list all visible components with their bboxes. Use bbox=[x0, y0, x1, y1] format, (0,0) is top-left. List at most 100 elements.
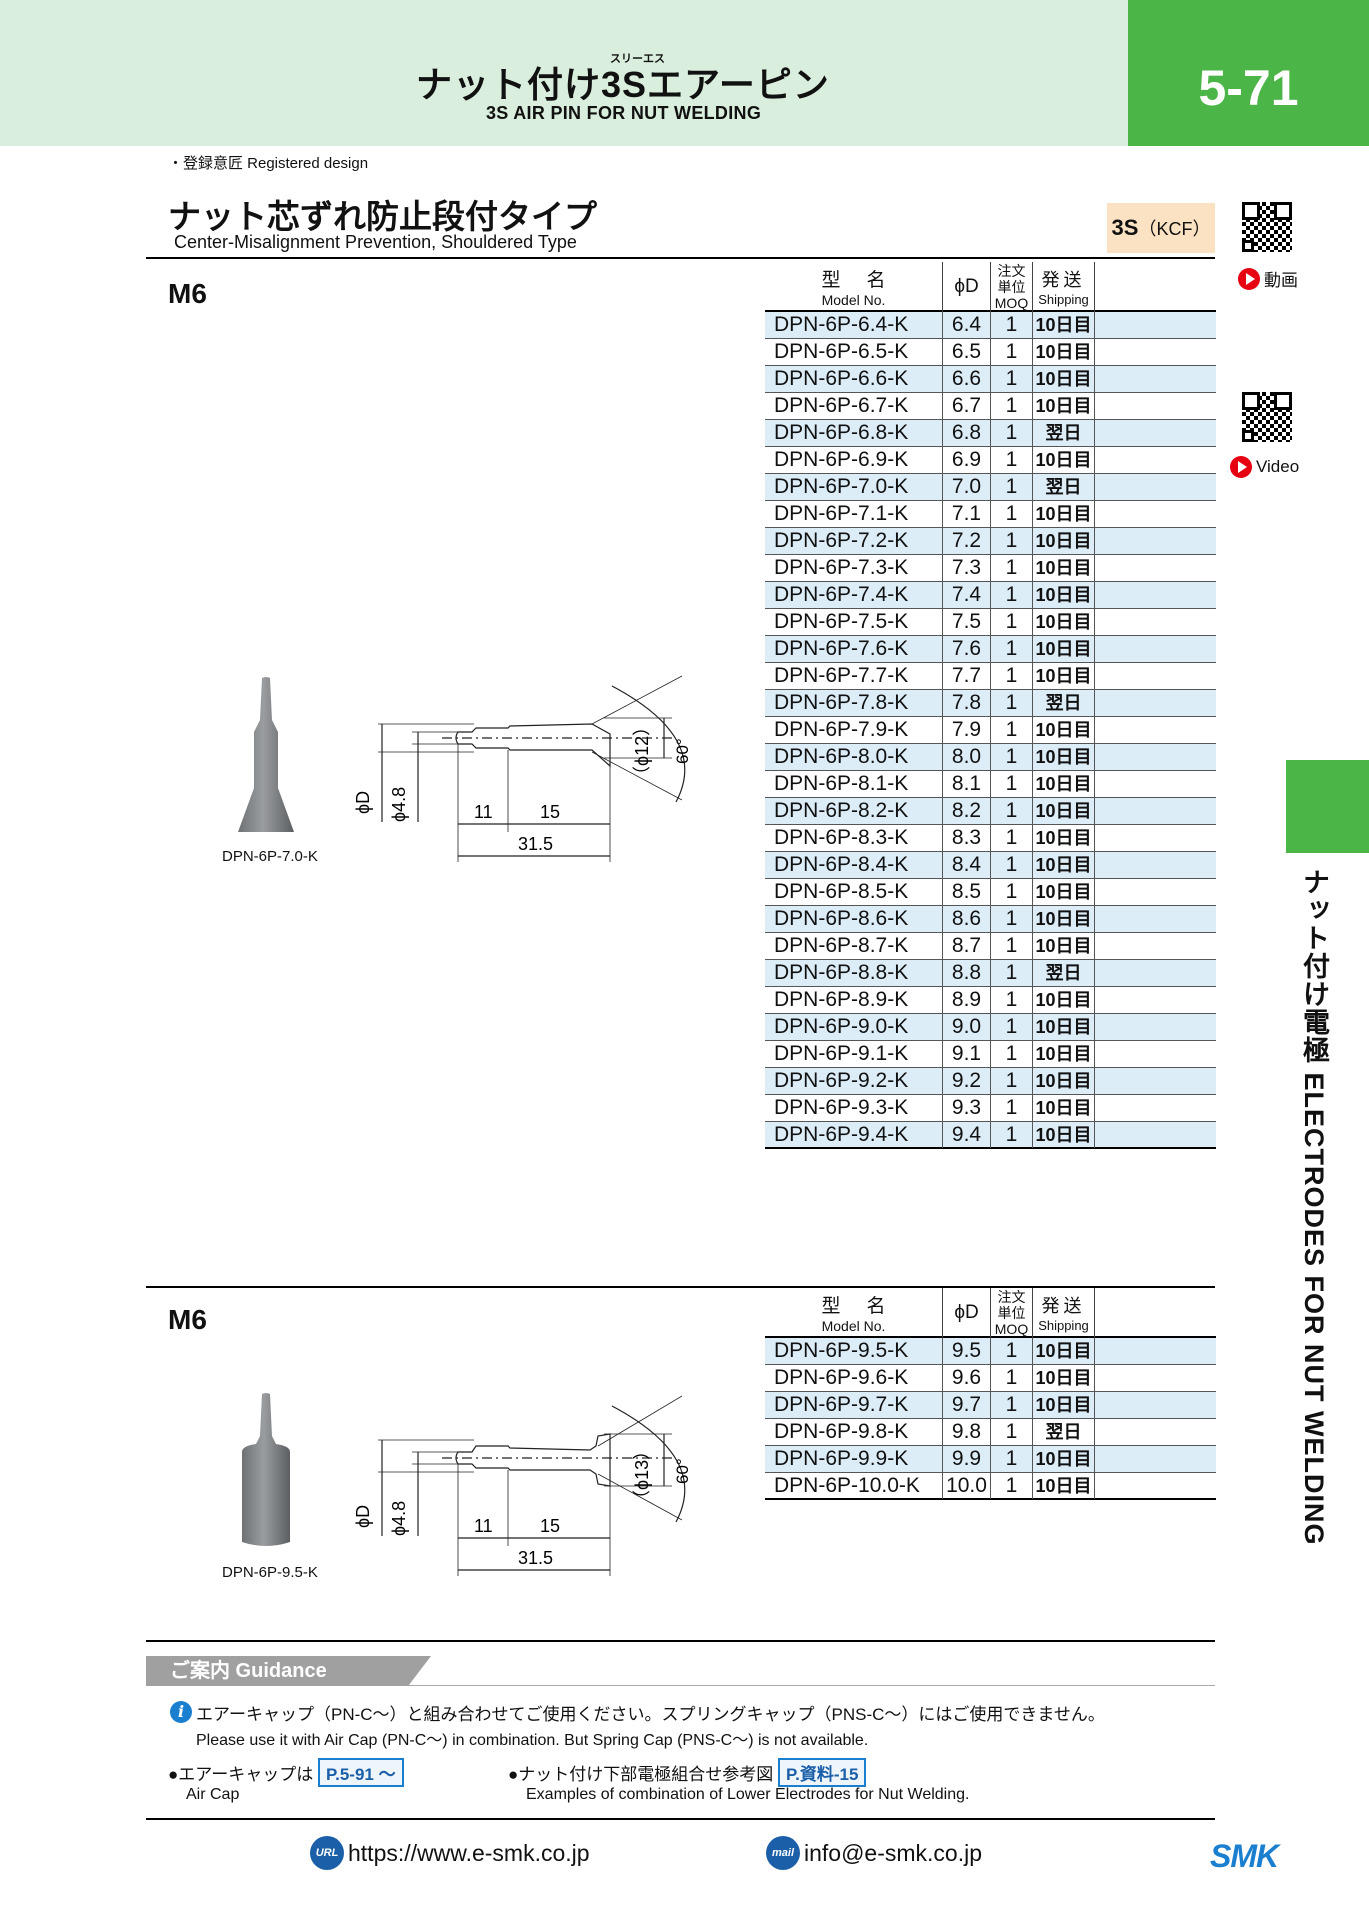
shipping-cell: 10日目 bbox=[1033, 339, 1095, 365]
shipping-cell: 翌日 bbox=[1033, 690, 1095, 716]
shipping-cell: 10日目 bbox=[1033, 1068, 1095, 1094]
moq-cell: 1 bbox=[991, 825, 1033, 851]
shipping-cell: 10日目 bbox=[1033, 1473, 1095, 1499]
moq-cell: 1 bbox=[991, 1338, 1033, 1364]
lower-electrode-page-link[interactable]: P.資料-15 bbox=[778, 1758, 867, 1787]
model-no-cell: DPN-6P-8.2-K bbox=[765, 798, 943, 824]
moq-cell: 1 bbox=[991, 1122, 1033, 1148]
phid-cell: 7.9 bbox=[943, 717, 991, 743]
smk-logo: SMK bbox=[1210, 1838, 1279, 1874]
shipping-cell: 10日目 bbox=[1033, 447, 1095, 473]
model-no-cell: DPN-6P-8.9-K bbox=[765, 987, 943, 1013]
model-no-cell: DPN-6P-8.8-K bbox=[765, 960, 943, 986]
model-no-cell: DPN-6P-9.7-K bbox=[765, 1392, 943, 1418]
section-title: ナット芯ずれ防止段付タイプ bbox=[168, 198, 597, 235]
shipping-cell: 10日目 bbox=[1033, 636, 1095, 662]
col-moq-jp1: 注文 bbox=[997, 1289, 1026, 1305]
qr-code-icon[interactable] bbox=[1242, 202, 1292, 252]
air-cap-note-en: Air Cap bbox=[186, 1786, 240, 1803]
shipping-cell: 10日目 bbox=[1033, 987, 1095, 1013]
moq-cell: 1 bbox=[991, 1365, 1033, 1391]
phid-cell: 9.3 bbox=[943, 1095, 991, 1121]
model-no-cell: DPN-6P-9.8-K bbox=[765, 1419, 943, 1445]
col-phid: ϕD bbox=[943, 1288, 991, 1338]
size-label: M6 bbox=[168, 278, 207, 309]
col-ship-en: Shipping bbox=[1038, 1318, 1089, 1333]
dim-angle: 60° bbox=[673, 738, 692, 764]
col-phid-label: ϕD bbox=[954, 276, 979, 297]
phid-cell: 7.2 bbox=[943, 528, 991, 554]
guidance-bar: ご案内 Guidance bbox=[146, 1656, 1215, 1686]
dimension-drawing: ϕD ϕ4.8 11 15 31.5 （ϕ13） 60° bbox=[353, 1395, 692, 1576]
moq-cell: 1 bbox=[991, 798, 1033, 824]
model-no-cell: DPN-6P-7.7-K bbox=[765, 663, 943, 689]
phid-cell: 6.4 bbox=[943, 312, 991, 338]
col-model-en: Model No. bbox=[821, 292, 886, 308]
video-link-en[interactable]: Video bbox=[1230, 456, 1299, 478]
col-phid: ϕD bbox=[943, 262, 991, 312]
info-icon: i bbox=[170, 1701, 192, 1723]
dim-phid: ϕD bbox=[353, 791, 373, 814]
model-no-cell: DPN-6P-7.5-K bbox=[765, 609, 943, 635]
dim-11: 11 bbox=[474, 1516, 493, 1536]
model-no-cell: DPN-6P-6.6-K bbox=[765, 366, 943, 392]
series-badge: 3S（KCF） bbox=[1107, 203, 1215, 253]
email-address: info@e-smk.co.jp bbox=[804, 1839, 983, 1866]
shipping-cell: 翌日 bbox=[1033, 960, 1095, 986]
phid-cell: 8.5 bbox=[943, 879, 991, 905]
phid-cell: 9.7 bbox=[943, 1392, 991, 1418]
play-icon bbox=[1230, 456, 1252, 478]
pin-caption: DPN-6P-7.0-K bbox=[222, 848, 318, 865]
lower-electrode-note: ●ナット付け下部電極組合せ参考図 P.資料-15 bbox=[508, 1758, 867, 1787]
shipping-cell: 10日目 bbox=[1033, 717, 1095, 743]
model-no-cell: DPN-6P-9.1-K bbox=[765, 1041, 943, 1067]
moq-cell: 1 bbox=[991, 393, 1033, 419]
shipping-cell: 10日目 bbox=[1033, 663, 1095, 689]
dim-31-5: 31.5 bbox=[518, 1548, 553, 1568]
col-model-en: Model No. bbox=[821, 1318, 886, 1334]
side-tab bbox=[1286, 760, 1369, 853]
model-no-cell: DPN-6P-7.0-K bbox=[765, 474, 943, 500]
pin-image bbox=[238, 677, 294, 832]
page-title: ナット付け3Sエアーピン bbox=[416, 64, 830, 105]
model-no-cell: DPN-6P-6.8-K bbox=[765, 420, 943, 446]
model-no-cell: DPN-6P-8.1-K bbox=[765, 771, 943, 797]
dim-15: 15 bbox=[540, 1516, 560, 1536]
registered-design-note: ・登録意匠 Registered design bbox=[168, 155, 369, 172]
shipping-cell: 10日目 bbox=[1033, 771, 1095, 797]
phid-cell: 7.1 bbox=[943, 501, 991, 527]
play-icon bbox=[1238, 267, 1260, 290]
moq-cell: 1 bbox=[991, 960, 1033, 986]
title-ruby: スリーエス bbox=[610, 53, 665, 65]
model-no-cell: DPN-6P-8.5-K bbox=[765, 879, 943, 905]
air-cap-page-link[interactable]: P.5-91 〜 bbox=[317, 1758, 404, 1787]
phid-cell: 9.9 bbox=[943, 1446, 991, 1472]
video-link-jp[interactable]: 動画 bbox=[1238, 266, 1298, 291]
shipping-cell: 10日目 bbox=[1033, 1365, 1095, 1391]
phid-cell: 7.6 bbox=[943, 636, 991, 662]
phid-cell: 6.8 bbox=[943, 420, 991, 446]
model-no-cell: DPN-6P-7.3-K bbox=[765, 555, 943, 581]
dim-angle: 60° bbox=[673, 1458, 692, 1484]
phid-cell: 8.4 bbox=[943, 852, 991, 878]
moq-cell: 1 bbox=[991, 906, 1033, 932]
moq-cell: 1 bbox=[991, 1041, 1033, 1067]
qr-code-icon[interactable] bbox=[1242, 392, 1292, 442]
phid-cell: 7.4 bbox=[943, 582, 991, 608]
